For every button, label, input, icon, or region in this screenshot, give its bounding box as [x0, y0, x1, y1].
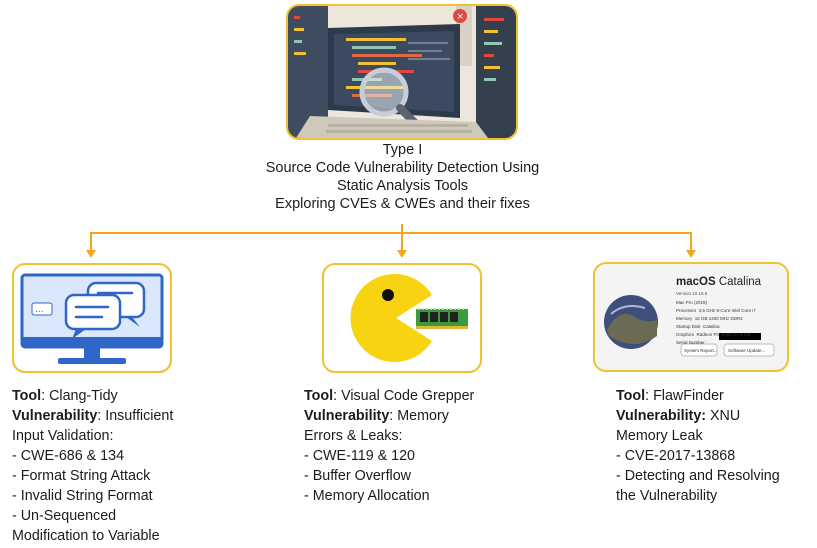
clang-tidy-description: Tool: Clang-Tidy Vulnerability: Insuffic…: [12, 386, 173, 546]
tool-name: : Clang-Tidy: [41, 388, 118, 404]
arrow-right-icon: [686, 250, 696, 258]
desc-line: - Un-Sequenced: [12, 508, 117, 524]
vcg-description: Tool: Visual Code Grepper Vulnerability:…: [304, 386, 474, 506]
software-update-button: Software Update...: [728, 348, 766, 353]
flawfinder-card: macOS Catalina Version 10.15.5 Mac Pro (…: [593, 262, 789, 372]
clang-tidy-card: ...: [12, 263, 172, 373]
macos-row-5: Serial Number: [676, 340, 705, 345]
desc-line: Input Validation:: [12, 428, 114, 444]
desc-line: Modification to Variable: [12, 528, 160, 544]
vulnerability-label: Vulnerability:: [616, 408, 707, 424]
connector-trunk: [401, 224, 403, 234]
tool-label: Tool: [12, 388, 42, 404]
vulnerability-title: XNU: [706, 408, 741, 424]
title-line-4: Exploring CVEs & CWEs and their fixes: [275, 196, 530, 212]
vulnerability-label: Vulnerability: [12, 408, 98, 424]
laptop-code-illustration: ×: [288, 6, 516, 138]
tool-label: Tool: [616, 388, 646, 404]
arrow-left-icon: [86, 250, 96, 258]
desc-line: the Vulnerability: [616, 488, 718, 504]
desc-line: Memory Leak: [616, 428, 703, 444]
vulnerability-title: : Insufficient: [97, 408, 174, 424]
macos-row-2: Memory 16 GB 2400 MHz DDR4: [676, 316, 743, 321]
vulnerability-title: : Memory: [389, 408, 449, 424]
pacman-memory-icon: [350, 274, 468, 362]
macos-row-3: Startup Disk Catalina: [676, 324, 720, 329]
header-illustration-card: ×: [286, 4, 518, 140]
macos-row-0: Mac Pro (2019): [676, 300, 708, 305]
diagram-title: Type I Source Code Vulnerability Detecti…: [200, 141, 605, 213]
screen-dots: ...: [35, 305, 44, 315]
title-line-3: Static Analysis Tools: [336, 178, 469, 194]
connector-right-drop: [690, 232, 692, 251]
macos-title-b: Catalina: [718, 276, 762, 288]
desc-line: - Format String Attack: [12, 468, 151, 484]
macos-title-a: macOS: [676, 276, 716, 288]
desc-line: - CWE-119 & 120: [304, 448, 415, 464]
chat-monitor-icon: ...: [20, 273, 164, 364]
desc-line: - Buffer Overflow: [304, 468, 411, 484]
system-report-button: System Report...: [684, 348, 718, 353]
desc-line: - CWE-686 & 134: [12, 448, 125, 464]
macos-row-1: Processor 3,6 GHz 8-Core Intel Core i7: [676, 308, 756, 313]
tool-name: : Visual Code Grepper: [333, 388, 475, 404]
desc-line: - Memory Allocation: [304, 488, 430, 504]
desc-line: - Invalid String Format: [12, 488, 153, 504]
macos-version: Version 10.15.5: [676, 291, 708, 296]
tool-name: : FlawFinder: [645, 388, 724, 404]
flawfinder-description: Tool: FlawFinder Vulnerability: XNU Memo…: [616, 386, 780, 506]
arrow-middle-icon: [397, 250, 407, 258]
macos-row-4: Graphics Radeon Pro 5700 XT 8 GB: [676, 332, 751, 337]
desc-line: Errors & Leaks:: [304, 428, 403, 444]
vcg-card: [322, 263, 482, 373]
title-line-2: Source Code Vulnerability Detection Usin…: [265, 160, 540, 176]
tool-label: Tool: [304, 388, 334, 404]
macos-about-icon: [604, 295, 775, 357]
connector-horizontal: [90, 232, 692, 234]
svg-text:×: ×: [457, 12, 465, 22]
connector-left-drop: [90, 232, 92, 251]
desc-line: - Detecting and Resolving: [616, 468, 780, 484]
vulnerability-label: Vulnerability: [304, 408, 390, 424]
desc-line: - CVE-2017-13868: [616, 448, 736, 464]
connector-middle-drop: [401, 232, 403, 251]
title-line-1: Type I: [382, 142, 423, 158]
